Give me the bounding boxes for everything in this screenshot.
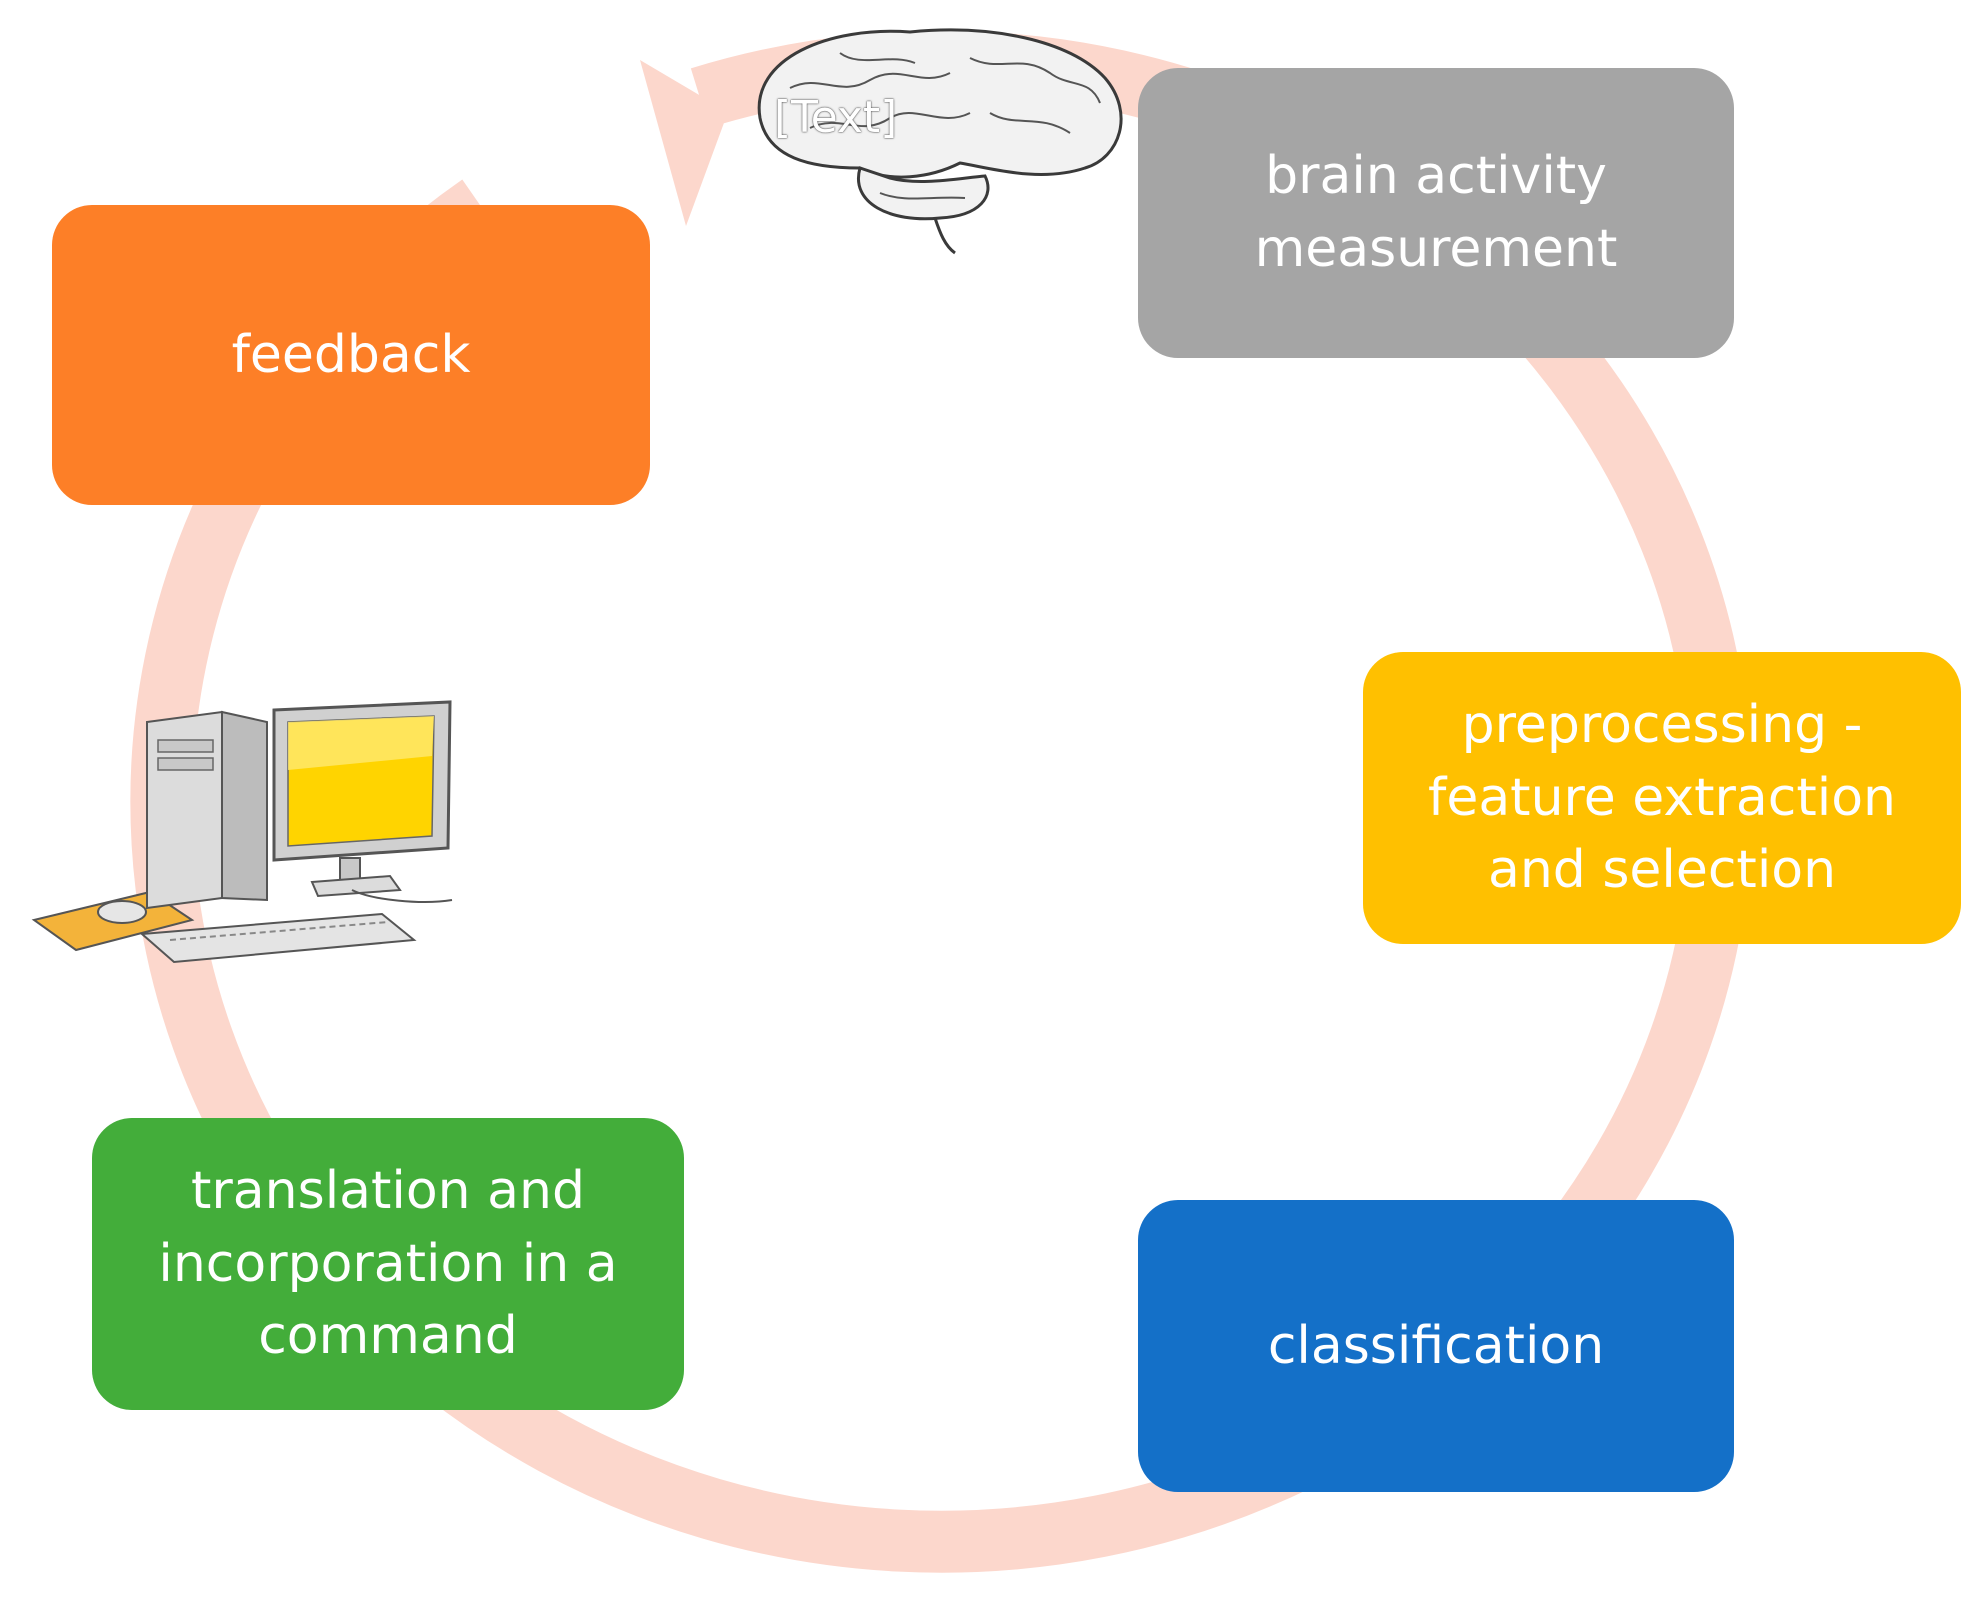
- step-feedback-label: feedback: [231, 324, 471, 385]
- step-classification-label: classification: [1267, 1315, 1605, 1376]
- brain-placeholder-text: [Text]: [774, 92, 898, 143]
- step-classification: classification: [1138, 1200, 1734, 1492]
- desktop-computer-icon: [31, 700, 453, 964]
- step-brain-activity-measurement-label: brain activity measurement: [1254, 146, 1618, 279]
- step-brain-activity-measurement: brain activity measurement: [1138, 68, 1734, 358]
- step-feedback: feedback: [52, 205, 650, 505]
- brain-icon: [757, 28, 1123, 255]
- step-translation: translation and incorporation in a comma…: [92, 1118, 684, 1410]
- step-preprocessing-label: preprocessing - feature extraction and s…: [1428, 694, 1896, 901]
- step-translation-label: translation and incorporation in a comma…: [158, 1160, 618, 1367]
- step-preprocessing: preprocessing - feature extraction and s…: [1363, 652, 1961, 944]
- cycle-arrow-head: [640, 60, 728, 226]
